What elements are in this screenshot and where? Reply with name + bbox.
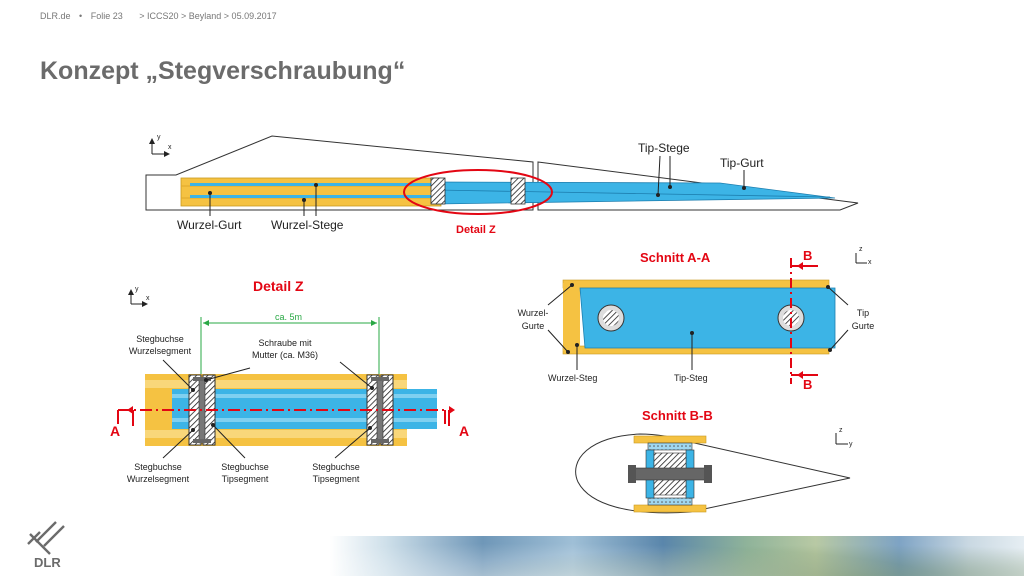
wurzel-gurte-label: Wurzel-Gurte <box>518 308 549 331</box>
axis-y-label: y <box>157 134 161 141</box>
detail-z-label: Detail Z <box>456 224 496 236</box>
tip-stege-label: Tip-Stege <box>638 141 690 155</box>
section-bb-view: Schnitt B-B z y <box>575 408 853 514</box>
tip-steg-label: Tip-Steg <box>674 373 708 383</box>
wurzel-stege-label: Wurzel-Stege <box>271 218 344 232</box>
section-aa-view: Schnitt A-A z x B B <box>518 246 875 392</box>
header-breadcrumb: > ICCS20 > Beyland > 05.09.2017 <box>139 11 277 21</box>
bolt-block-1 <box>430 177 446 205</box>
spar-cap-bottom <box>633 504 707 513</box>
wurzel-gurt-top <box>562 279 830 289</box>
dimension-5m: ca. 5m <box>200 312 380 380</box>
page-title: Konzept „Stegverschraubung“ <box>40 57 406 85</box>
bolt-block-2 <box>510 177 526 205</box>
axis-triad-top: y x <box>149 134 172 157</box>
header-bullet: • <box>79 11 83 21</box>
axis-z-label: z <box>839 427 843 434</box>
header: DLR.de • Folie 23 > ICCS20 > Beyland > 0… <box>40 11 283 21</box>
axis-triad-bb: z y <box>835 427 853 448</box>
blade-top-view: y x Wurzel-Gurt Wurze <box>145 134 859 236</box>
section-a-left-label: A <box>110 423 120 439</box>
detail-z-marker <box>403 169 553 215</box>
detail-z-title: Detail Z <box>253 278 304 294</box>
dimension-label: ca. 5m <box>275 312 302 322</box>
tip-steg-section <box>579 287 836 349</box>
airfoil-outline <box>575 433 851 514</box>
web-bar-2 <box>190 195 520 198</box>
section-b-top-label: B <box>803 248 812 263</box>
dlr-logo-text: DLR <box>34 555 61 570</box>
axis-triad-detail: y x <box>128 286 150 307</box>
axis-z-label: z <box>859 246 863 253</box>
section-a-right-label: A <box>459 423 469 439</box>
axis-x-label: x <box>146 295 150 302</box>
section-aa-title: Schnitt A-A <box>640 250 711 265</box>
axis-x-label: x <box>868 259 872 266</box>
axis-triad-aa: z x <box>855 246 872 266</box>
dlr-logo: DLR <box>27 521 65 570</box>
wurzel-gurt-label: Wurzel-Gurt <box>177 218 242 232</box>
section-bb-title: Schnitt B-B <box>642 408 713 423</box>
axis-y-label: y <box>849 441 853 448</box>
detail-z-view: Detail Z y x ca. 5m <box>110 278 469 484</box>
web-bar <box>190 183 520 186</box>
spar-cap-top <box>633 435 707 444</box>
earth-banner-overlay <box>330 536 1024 576</box>
tip-gurt-label: Tip-Gurt <box>720 156 764 170</box>
root-spar-cap <box>180 177 442 207</box>
wurzel-steg-label: Wurzel-Steg <box>548 373 597 383</box>
axis-y-label: y <box>135 286 139 293</box>
header-slide: Folie 23 <box>90 11 123 21</box>
section-b-bottom-label: B <box>803 377 812 392</box>
axis-x-label: x <box>168 144 172 151</box>
header-site[interactable]: DLR.de <box>40 11 71 21</box>
dlr-logo-icon <box>27 521 65 555</box>
bolt-bb <box>630 467 710 481</box>
